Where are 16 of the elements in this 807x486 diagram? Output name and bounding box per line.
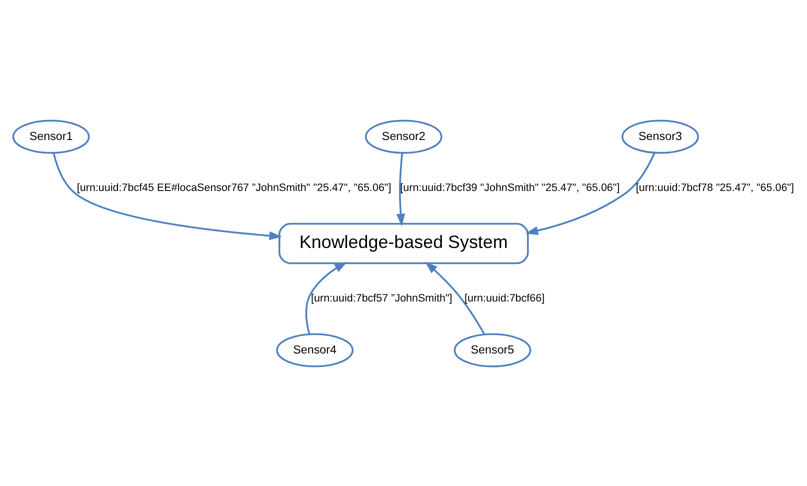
edge-label: [urn:uuid:7bcf39 "JohnSmith" "25.47", "65.06"] <box>400 182 620 194</box>
node-ellipse: Sensor4 <box>276 332 354 367</box>
edge-label: [urn:uuid:7bcf78 "25.47", "65.06"] <box>636 182 794 194</box>
arrow <box>52 152 282 240</box>
node-ellipse: Sensor5 <box>454 332 532 367</box>
arrow <box>425 261 486 334</box>
arrow <box>305 261 348 334</box>
node-ellipse: Sensor1 <box>12 119 90 154</box>
edge-label: [urn:uuid:7bcf45 EE#locaSensor767 ”JohnSmith" "25.47", "65.06"] <box>76 182 392 194</box>
node-ellipse: Sensor2 <box>364 119 442 154</box>
arrow <box>396 152 406 226</box>
edge-label: [urn:uuid:7bcf57 ”JohnSmith"] <box>311 292 452 304</box>
node-box: Knowledge-based System <box>278 222 529 264</box>
arrow <box>525 152 656 234</box>
edge-label: [urn:uuid:7bcf66] <box>464 292 545 304</box>
node-ellipse: Sensor3 <box>622 119 699 154</box>
